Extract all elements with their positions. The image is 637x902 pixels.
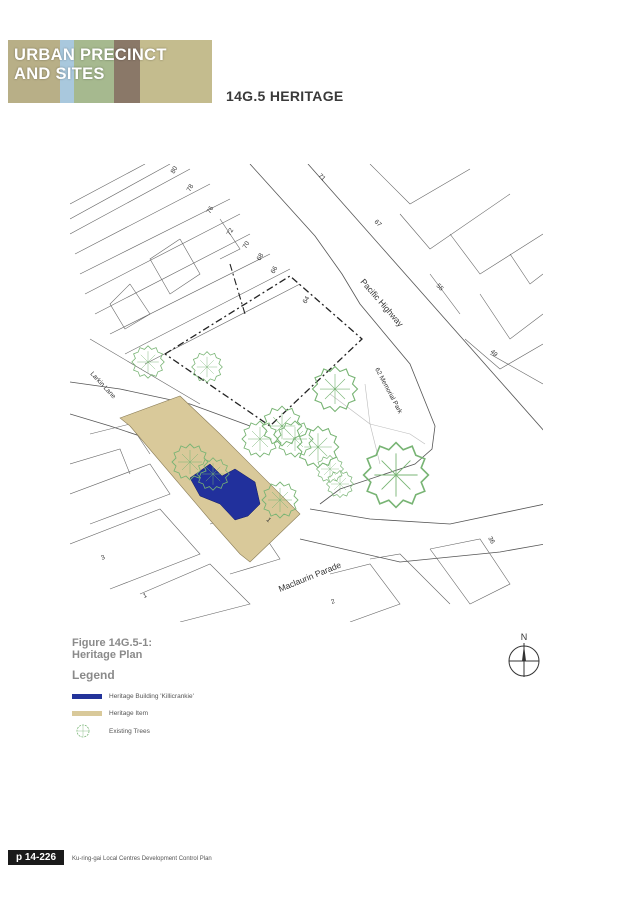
legend-item-heritage-building: Heritage Building 'Killicrankie'	[72, 689, 194, 703]
heritage-building-killicrankie	[189, 463, 261, 521]
lot-number: 80	[170, 165, 180, 175]
lot-number: 68	[256, 252, 266, 262]
site-boundary	[164, 275, 363, 427]
legend-swatch	[72, 693, 102, 699]
park-label: 62 Memorial Park	[373, 367, 403, 416]
street-label-maclaurin-parade: Maclaurin Parade	[277, 560, 343, 594]
lot-number: 1	[265, 516, 273, 524]
legend-label: Heritage Item	[109, 709, 149, 717]
legend-item-heritage-item: Heritage Item	[72, 706, 148, 720]
figure-title: Figure 14G.5-1: Heritage Plan	[72, 637, 153, 661]
lot-number: 67	[373, 218, 383, 228]
lot-number: 64	[302, 295, 312, 305]
tree-icon	[76, 724, 90, 738]
legend-item-existing-trees: Existing Trees	[72, 724, 150, 738]
lot-number: 72	[226, 227, 236, 237]
lot-number: 78	[186, 183, 196, 193]
banner-title: URBAN PRECINCT AND SITES	[14, 46, 167, 83]
north-arrow: N	[506, 631, 542, 679]
lot-number: 1	[142, 592, 148, 600]
legend-label: Heritage Building 'Killicrankie'	[109, 692, 194, 700]
lot-number: 2	[330, 598, 336, 606]
legend-swatch	[72, 710, 102, 716]
banner-segment	[8, 40, 60, 103]
lot-number: 49	[489, 348, 499, 358]
lot-number: 70	[242, 240, 252, 250]
header-banner: URBAN PRECINCT AND SITES	[8, 40, 212, 103]
lot-number: 66	[270, 265, 280, 275]
banner-segment	[60, 40, 74, 103]
street-label-pacific-highway: Pacific Highway	[358, 277, 405, 329]
lot-number: 55	[435, 282, 445, 292]
heritage-map: Pacific Highway Maclaurin Parade Larkin …	[70, 164, 543, 622]
page-number: p 14-226	[8, 850, 64, 865]
banner-segment	[140, 40, 212, 103]
north-label: N	[521, 632, 528, 642]
banner-segment	[74, 40, 114, 103]
section-title: 14G.5 HERITAGE	[226, 88, 344, 104]
lot-number: 36	[486, 536, 496, 546]
footer-document-title: Ku-ring-gai Local Centres Development Co…	[72, 856, 212, 862]
legend-label: Existing Trees	[109, 727, 150, 735]
lot-number: 71	[317, 172, 327, 182]
banner-segment	[114, 40, 140, 103]
compass-icon: N	[508, 632, 540, 677]
lot-number: 3	[100, 554, 106, 562]
legend-title: Legend	[72, 668, 115, 682]
lot-number: 76	[206, 205, 216, 215]
